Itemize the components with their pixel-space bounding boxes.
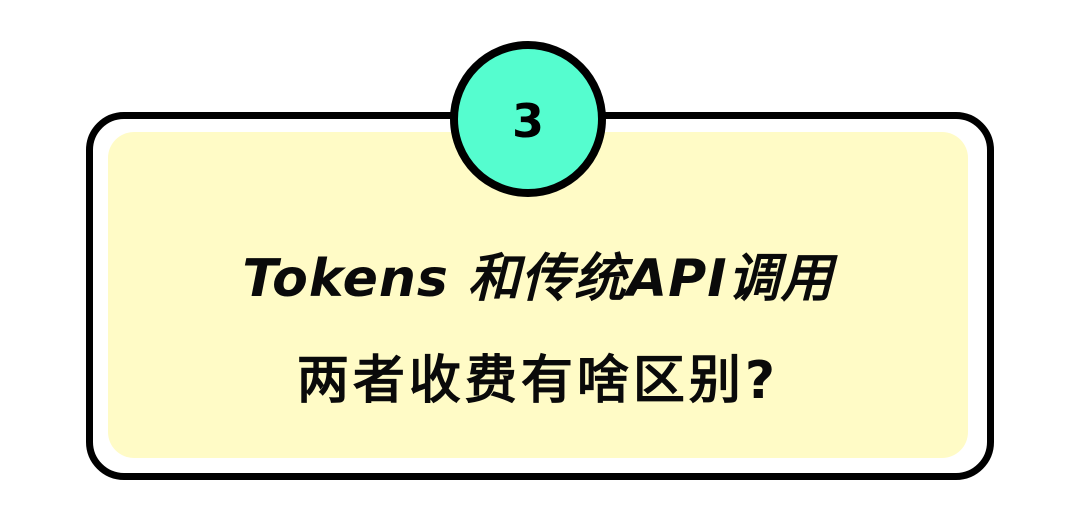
title-line-1: Tokens 和传统API调用 xyxy=(242,249,834,309)
section-number: 3 xyxy=(511,94,544,148)
section-number-badge: 3 xyxy=(450,41,606,197)
title-line-2: 两者收费有啥区别? xyxy=(296,351,780,411)
